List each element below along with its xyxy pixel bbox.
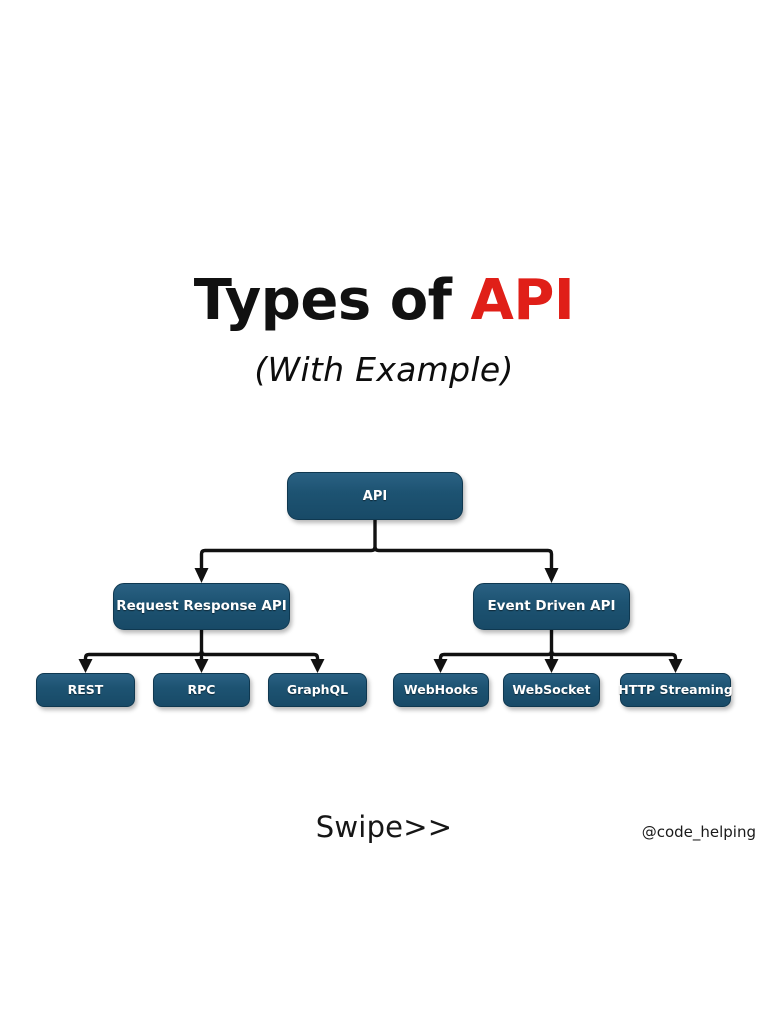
api-types-diagram: API Request Response API Event Driven AP… <box>0 455 768 730</box>
node-label: GraphQL <box>286 681 349 697</box>
node-label: Request Response API <box>116 597 287 614</box>
node-label: HTTP Streaming <box>618 681 733 697</box>
node-label: REST <box>67 681 104 697</box>
page-title-accent: API <box>470 268 575 333</box>
node-label: Event Driven API <box>487 597 616 614</box>
page-title-lead: Types of <box>193 268 471 333</box>
node-label: WebSocket <box>512 681 591 697</box>
node-api-root[interactable]: API <box>287 472 463 520</box>
node-event-driven-api[interactable]: Event Driven API <box>473 583 630 630</box>
diagram-connectors <box>78 520 683 673</box>
node-request-response-api[interactable]: Request Response API <box>113 583 290 630</box>
swipe-prompt[interactable]: Swipe>> <box>315 810 453 844</box>
node-label: API <box>362 488 388 504</box>
page-title: Types of API <box>0 271 768 331</box>
node-rpc[interactable]: RPC <box>153 673 250 707</box>
node-http-streaming[interactable]: HTTP Streaming <box>618 673 733 707</box>
node-websocket[interactable]: WebSocket <box>503 673 600 707</box>
node-rest[interactable]: REST <box>36 673 135 707</box>
page-subtitle: (With Example) <box>254 350 514 389</box>
node-label: WebHooks <box>403 681 479 697</box>
author-handle: @code_helping <box>641 823 756 841</box>
node-graphql[interactable]: GraphQL <box>268 673 367 707</box>
node-label: RPC <box>187 681 216 697</box>
node-webhooks[interactable]: WebHooks <box>393 673 489 707</box>
